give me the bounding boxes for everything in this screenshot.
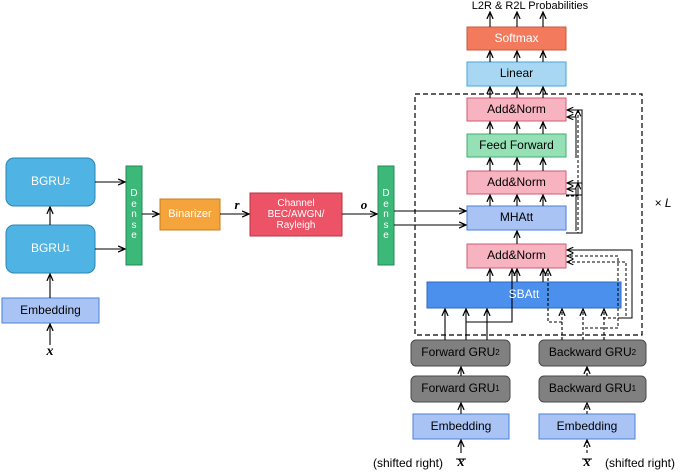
- decoder-stack-arrows: [490, 12, 543, 282]
- residual-dashed-arrows: [566, 110, 627, 329]
- backward-branch-arrows: [548, 269, 604, 453]
- add-norm-top-box: [466, 97, 567, 122]
- channel-dense-box: [377, 165, 395, 266]
- forward-gru1-box: [410, 375, 511, 403]
- feed-forward-box: [466, 133, 567, 158]
- bgru2-box: [5, 157, 96, 207]
- bgru1-box: [5, 224, 96, 274]
- forward-branch-arrows: [445, 269, 512, 453]
- forward-gru2-box: [410, 339, 511, 367]
- add-norm-mid-box: [466, 170, 567, 195]
- repeat-block-border: [414, 93, 643, 336]
- binarizer-box: [159, 198, 221, 231]
- backward-gru2-box: [538, 339, 647, 367]
- decoder-embedding-left-box: [412, 413, 510, 440]
- encoder-arrows: [50, 182, 377, 345]
- decoder-embedding-right-box: [538, 413, 636, 440]
- sbatt-box: [426, 281, 622, 309]
- softmax-box: [466, 26, 567, 51]
- channel-box: [249, 192, 343, 237]
- encoder-embedding-box: [1, 297, 100, 324]
- dense-to-mhatt-arrows: [394, 211, 466, 225]
- backward-gru1-box: [538, 375, 647, 403]
- add-norm-bottom-box: [466, 243, 567, 269]
- linear-box: [466, 61, 567, 87]
- mhatt-box: [466, 205, 567, 231]
- encoder-dense-box: [125, 165, 143, 266]
